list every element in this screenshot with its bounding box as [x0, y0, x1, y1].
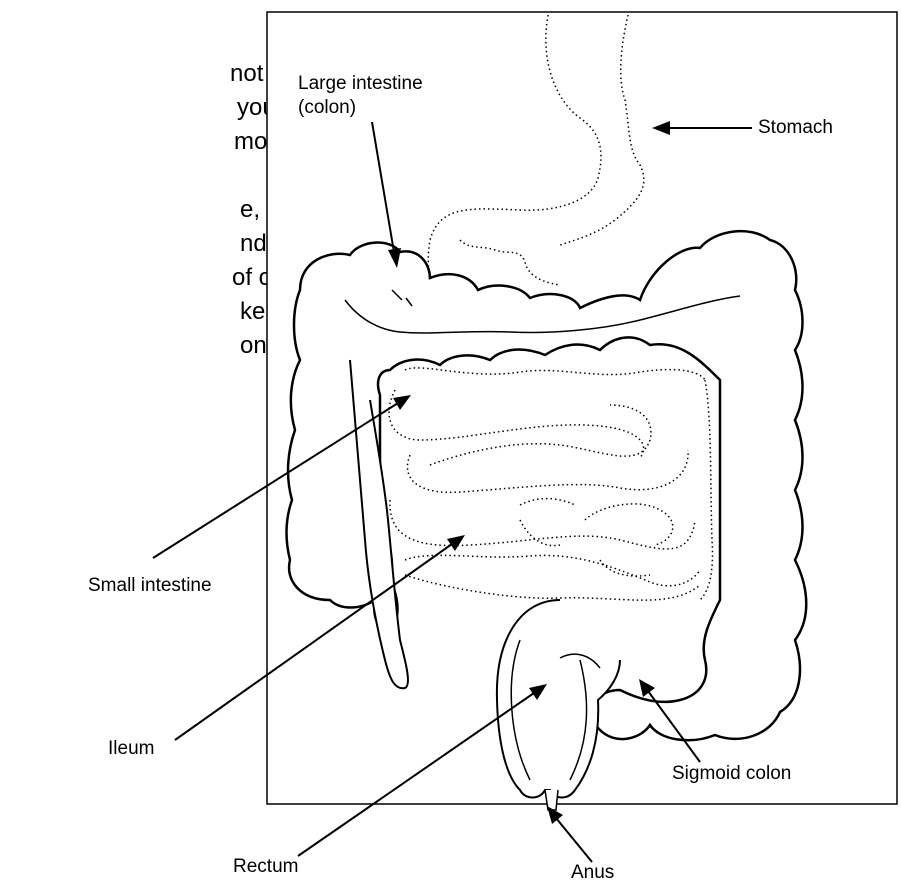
- label-colon: (colon): [298, 97, 356, 119]
- label-rectum: Rectum: [233, 856, 298, 878]
- label-large-intestine: Large intestine: [298, 73, 423, 95]
- label-sigmoid-colon: Sigmoid colon: [672, 763, 791, 785]
- label-anus: Anus: [571, 862, 614, 884]
- label-stomach: Stomach: [758, 117, 833, 139]
- anus-shape: [545, 790, 558, 810]
- label-ileum: Ileum: [108, 738, 154, 760]
- anus-leader-line: [556, 818, 592, 862]
- label-small-intestine: Small intestine: [88, 575, 212, 597]
